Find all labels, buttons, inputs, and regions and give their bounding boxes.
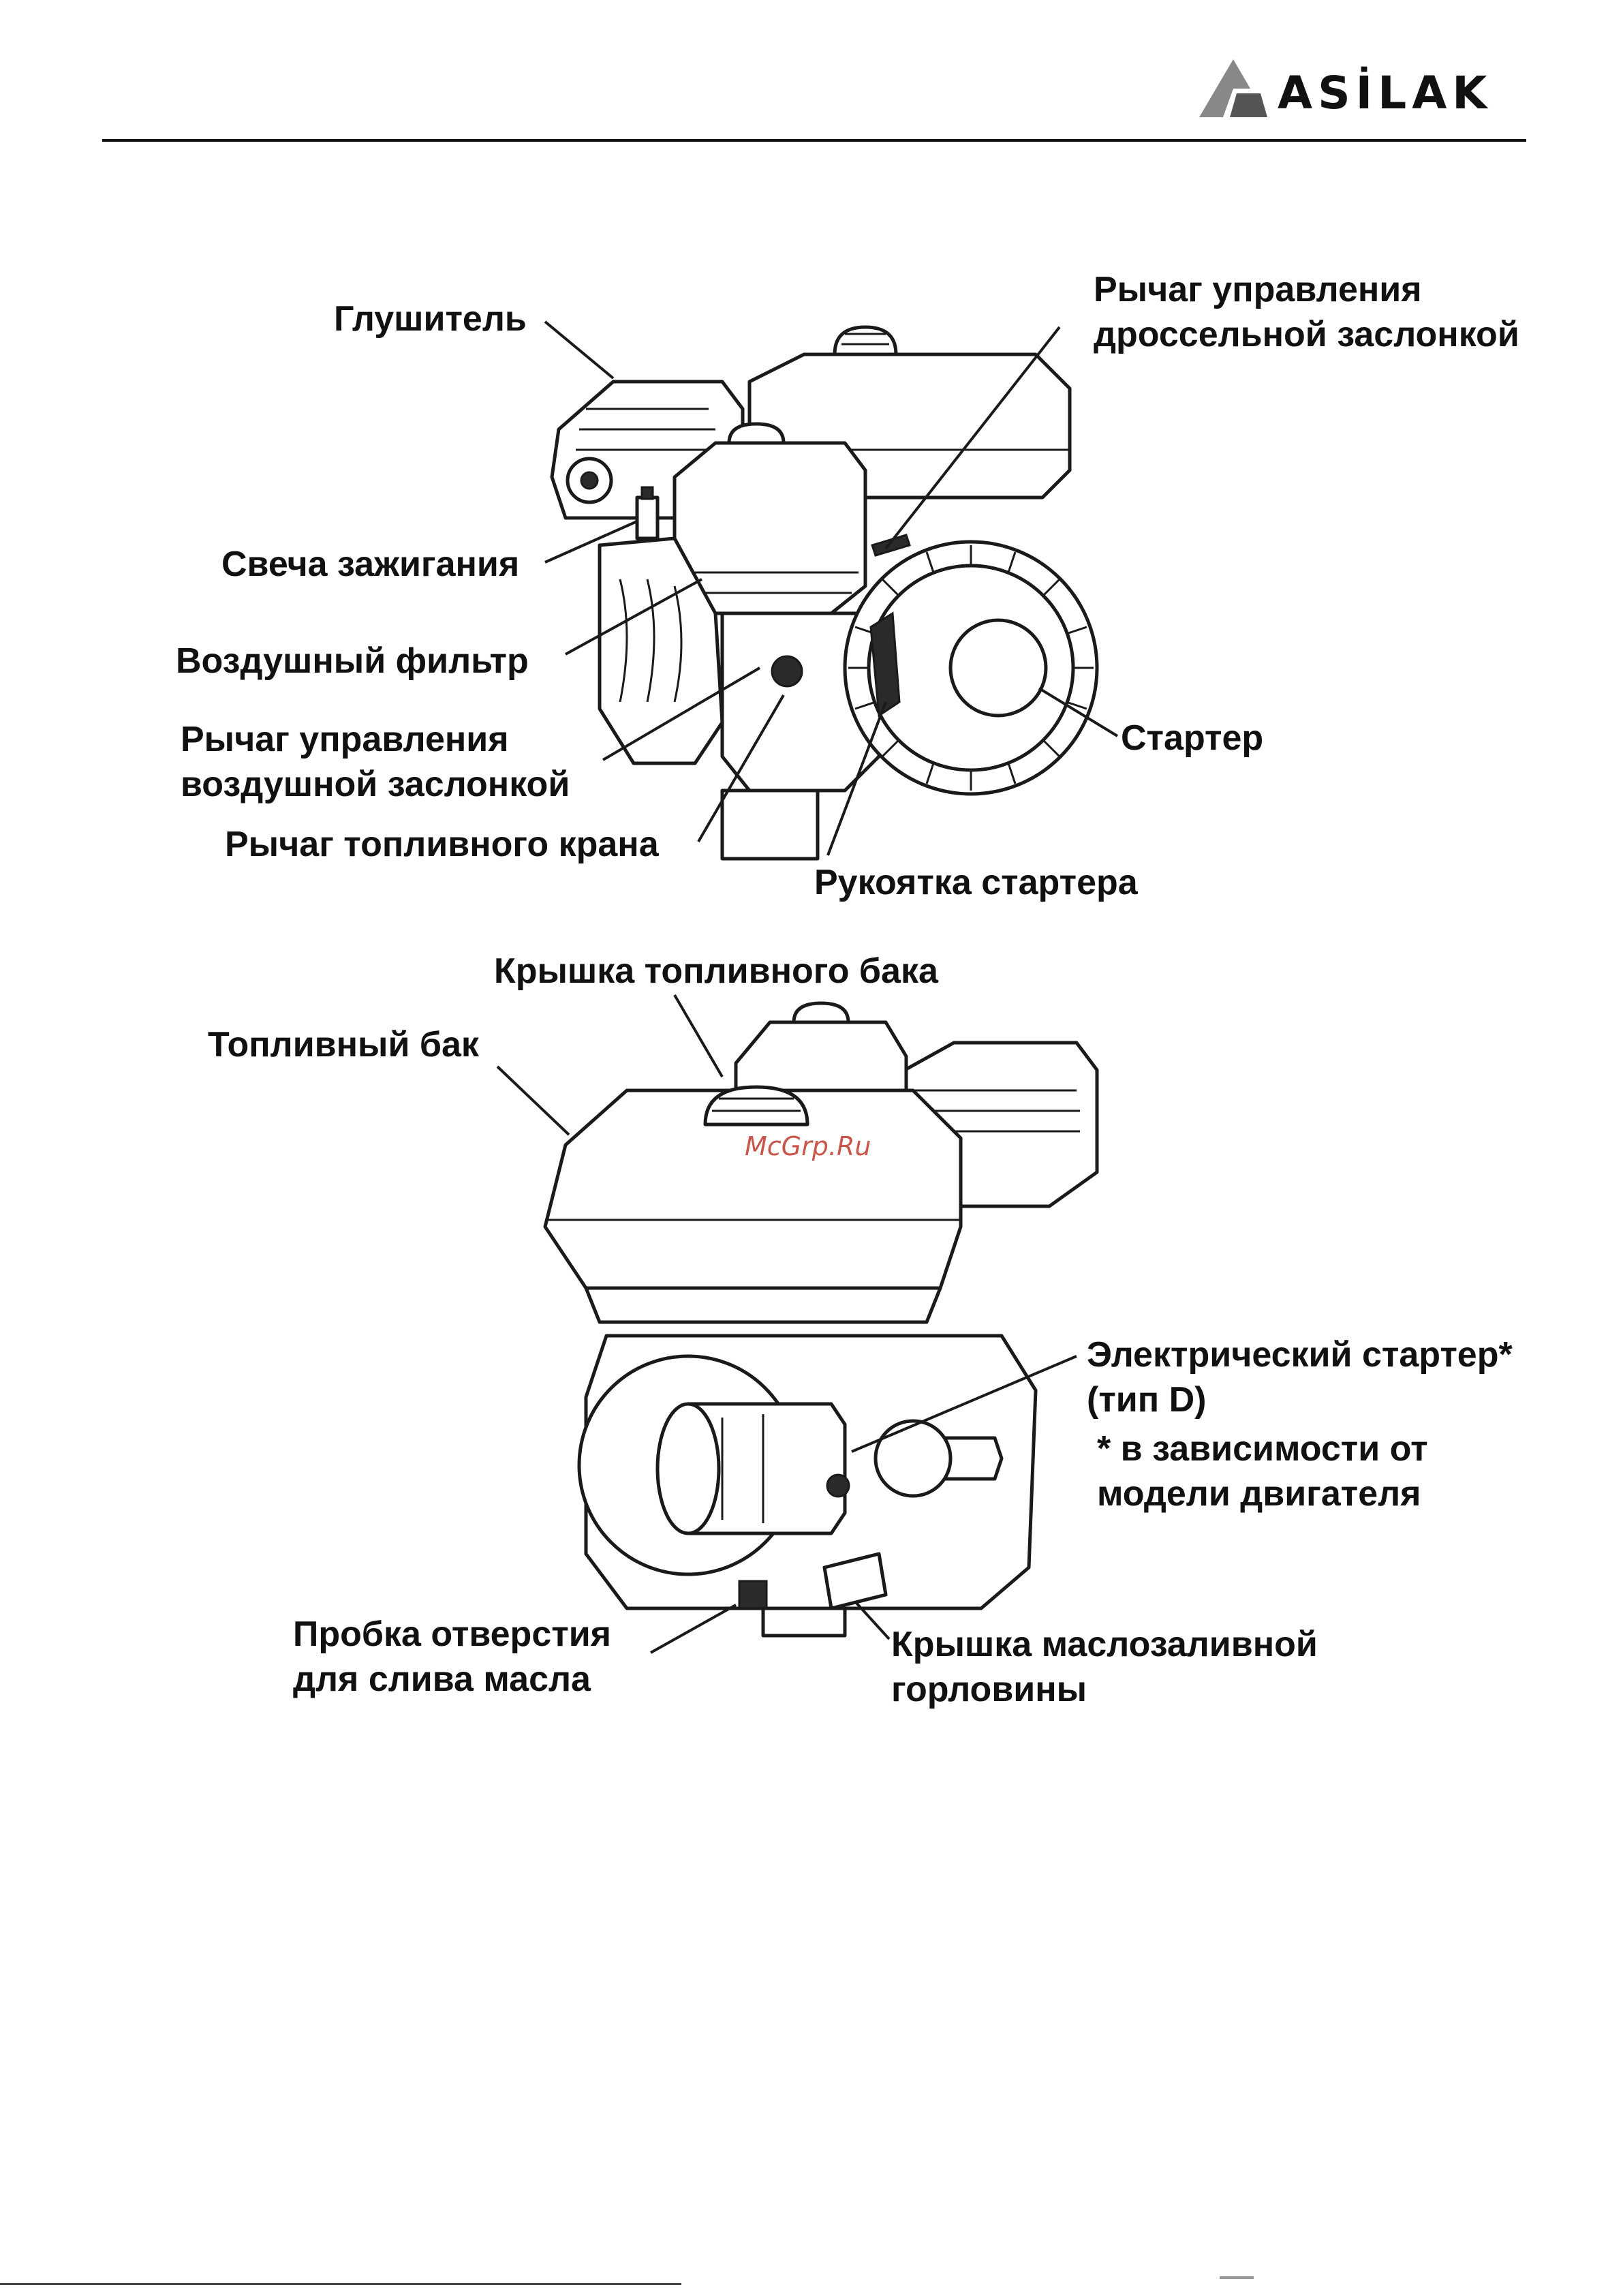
label-oil-filler-line2: горловины <box>891 1670 1087 1709</box>
leader-drain-plug <box>650 1604 737 1654</box>
bottom-engine-illustration <box>543 1001 1099 1638</box>
label-muffler: Глушитель <box>334 299 527 339</box>
label-choke-line2: воздушной заслонкой <box>181 765 570 804</box>
label-spark-plug: Свеча зажигания <box>221 545 520 584</box>
leader-electric-starter <box>851 1355 1077 1453</box>
label-electric-starter-line1: Электрический стартер* <box>1087 1335 1513 1375</box>
label-footnote-line2: модели двигателя <box>1097 1474 1421 1514</box>
label-drain-plug-line2: для слива масла <box>293 1659 591 1699</box>
brand-name: ASİLAK <box>1278 67 1493 119</box>
footer-mark <box>1220 2276 1254 2279</box>
leader-throttle <box>884 326 1061 550</box>
label-starter: Стартер <box>1121 718 1264 758</box>
logo-triangle-icon <box>1199 59 1267 117</box>
label-throttle-line1: Рычаг управления <box>1094 270 1422 309</box>
leader-muffler <box>544 320 615 380</box>
label-starter-grip: Рукоятка стартера <box>814 863 1138 902</box>
label-fuel-cap: Крышка топливного бака <box>494 951 938 991</box>
leader-fuel-valve <box>697 694 785 843</box>
label-fuel-tank: Топливный бак <box>208 1025 479 1065</box>
watermark: McGrp.Ru <box>745 1131 871 1161</box>
leader-lines <box>496 320 1119 1654</box>
top-engine-illustration <box>550 325 1099 861</box>
brand-logo: ASİLAK <box>1196 56 1523 131</box>
leader-starter <box>1038 687 1119 737</box>
header-divider <box>102 139 1526 142</box>
leader-choke <box>602 667 761 761</box>
footer-divider <box>0 2283 681 2285</box>
label-oil-filler-line1: Крышка маслозаливной <box>891 1625 1318 1664</box>
label-air-filter: Воздушный фильтр <box>176 641 529 681</box>
label-drain-plug-line1: Пробка отверстия <box>293 1614 612 1654</box>
leader-starter-grip <box>826 701 887 856</box>
label-choke-line1: Рычаг управления <box>181 720 509 759</box>
label-fuel-valve: Рычаг топливного крана <box>225 825 659 864</box>
leader-air-filter <box>565 578 702 656</box>
label-throttle-line2: дроссельной заслонкой <box>1094 315 1519 354</box>
label-footnote-line1: * в зависимости от <box>1097 1429 1428 1469</box>
leader-spark-plug <box>544 520 638 564</box>
label-electric-starter-line2: (тип D) <box>1087 1380 1207 1420</box>
leader-oil-filler <box>854 1600 891 1640</box>
leader-fuel-cap <box>673 994 724 1078</box>
leader-fuel-tank <box>496 1065 570 1136</box>
